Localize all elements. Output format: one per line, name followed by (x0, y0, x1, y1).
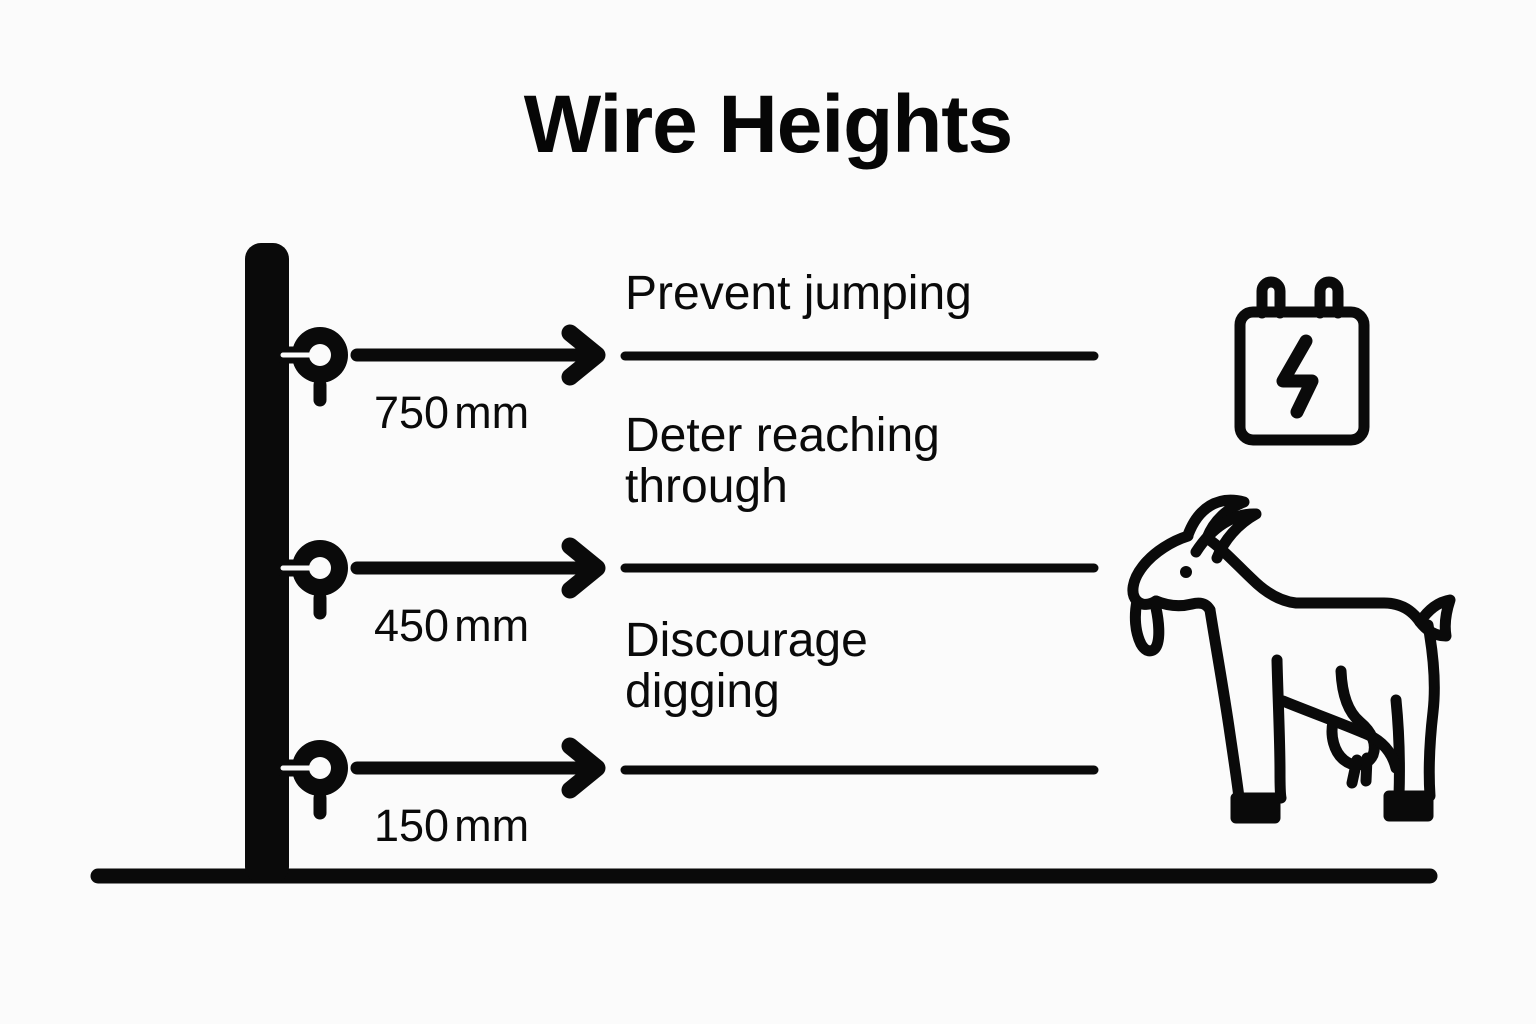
dimension-value-middle: 450 (374, 600, 450, 651)
purpose-text-middle: Deter reaching through (625, 410, 1105, 513)
purpose-line: digging (625, 665, 780, 719)
insulator-middle (274, 540, 348, 620)
insulator-bottom (274, 740, 348, 820)
dimension-value-top: 750 (374, 387, 450, 438)
purpose-line: Deter reaching (625, 409, 940, 462)
dimension-value-bottom: 150 (374, 800, 450, 851)
fence-post (245, 243, 289, 883)
arrow-middle (350, 537, 606, 599)
page-title: Wire Heights (523, 79, 1013, 170)
arrow-top (350, 324, 606, 386)
dimension-unit-bottom: mm (454, 800, 530, 851)
arrow-bottom (350, 737, 606, 799)
energizer-unit-icon (1234, 276, 1370, 446)
purpose-text-bottom: Discourage digging (625, 615, 1105, 718)
dimension-unit-top: mm (454, 387, 530, 438)
goat-icon (1127, 494, 1456, 824)
purpose-line: through (625, 460, 788, 514)
dimension-unit-middle: mm (454, 600, 530, 651)
purpose-text-top: Prevent jumping (625, 267, 1105, 320)
insulator-top (274, 327, 348, 407)
purpose-line: Discourage (625, 614, 868, 667)
purpose-line: Prevent jumping (625, 267, 972, 320)
